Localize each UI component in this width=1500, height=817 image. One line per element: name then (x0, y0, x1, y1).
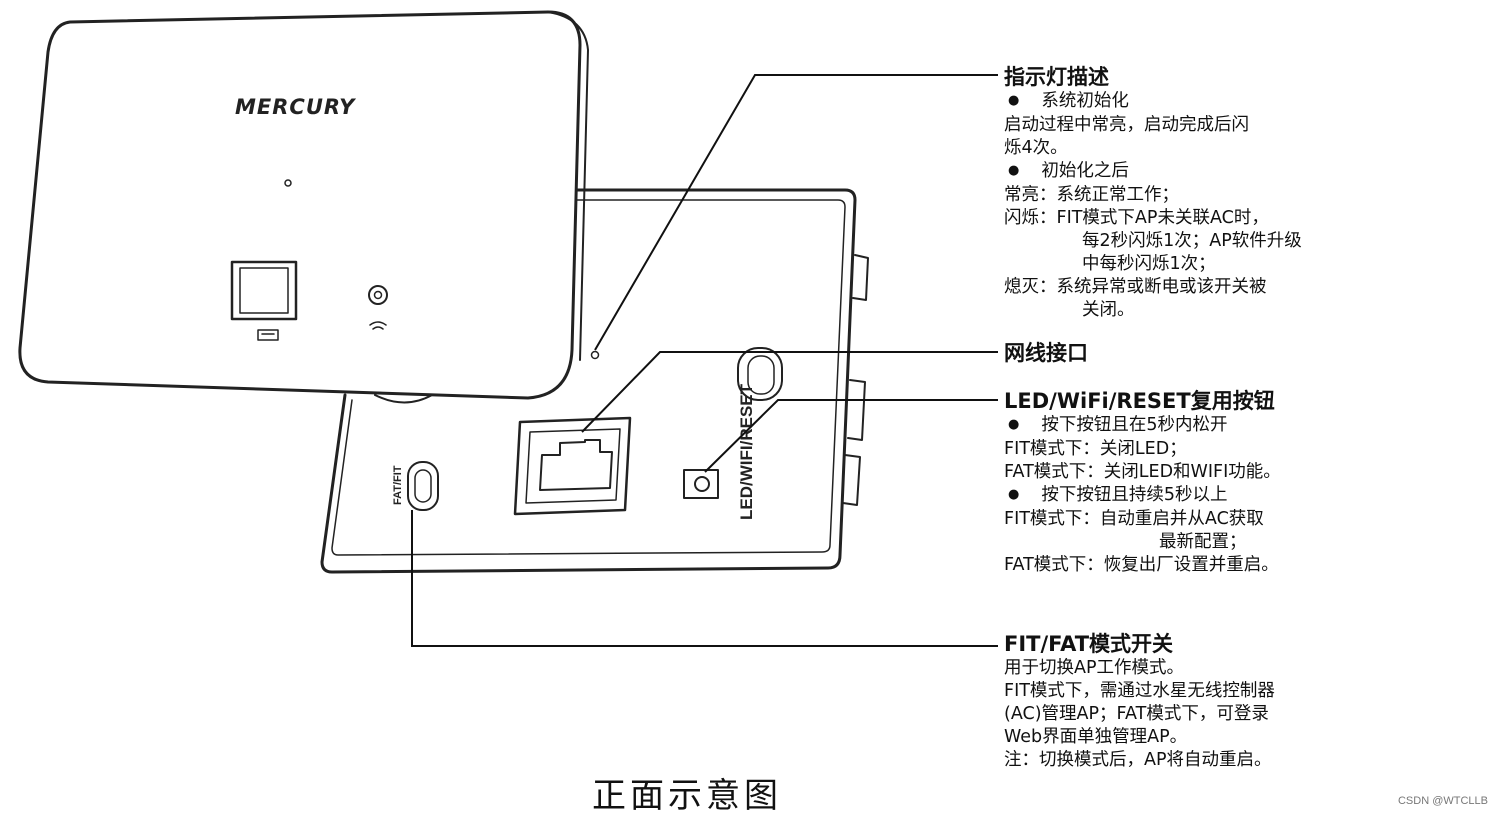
indicator-line-2: 烁4次。 (1004, 138, 1068, 158)
side-switch-label: FAT/FIT (392, 465, 404, 505)
indicator-item-1: 系统初始化 (1004, 90, 1302, 114)
leader-indicator (594, 74, 998, 351)
indicator-line-7: 熄灭：系统异常或断电或该开关被 (1004, 277, 1267, 297)
side-button-label: LED/WIFI/RESET (737, 383, 756, 520)
button-line-2: FAT模式下：关闭LED和WIFI功能。 (1004, 462, 1281, 482)
button-item-1: 按下按钮且在5秒内松开 (1004, 414, 1281, 438)
mode-switch-title: FIT/FAT模式开关 (1004, 632, 1174, 656)
mode-switch-annotation: FIT/FAT模式开关 用于切换AP工作模式。 FIT模式下，需通过水星无线控制… (1004, 631, 1275, 772)
brand-logo: MERCURY (235, 95, 356, 119)
watermark: CSDN @WTCLLB (1397, 795, 1488, 807)
indicator-annotation: 指示灯描述 系统初始化 启动过程中常亮，启动完成后闪 烁4次。 初始化之后 常亮… (1004, 64, 1302, 322)
back-panel (320, 188, 869, 574)
leader-mode-switch (411, 510, 998, 647)
indicator-line-1: 启动过程中常亮，启动完成后闪 (1004, 115, 1249, 135)
indicator-line-4: 闪烁：FIT模式下AP未关联AC时， (1004, 208, 1269, 228)
leader-lines (411, 74, 998, 647)
leader-port (581, 351, 998, 433)
mode-switch-line-3: (AC)管理AP；FAT模式下，可登录 (1004, 704, 1269, 724)
port-title: 网线接口 (1004, 341, 1088, 365)
button-annotation: LED/WiFi/RESET复用按钮 按下按钮且在5秒内松开 FIT模式下：关闭… (1004, 388, 1281, 577)
mode-switch-line-5: 注：切换模式后，AP将自动重启。 (1004, 750, 1272, 770)
indicator-item-2: 初始化之后 (1004, 160, 1302, 184)
mode-switch-line-2: FIT模式下，需通过水星无线控制器 (1004, 681, 1275, 701)
mode-switch-line-4: Web界面单独管理AP。 (1004, 727, 1188, 747)
indicator-title: 指示灯描述 (1004, 65, 1109, 89)
button-item-2: 按下按钮且持续5秒以上 (1004, 484, 1281, 508)
button-title: LED/WiFi/RESET复用按钮 (1004, 389, 1275, 413)
button-line-3: FIT模式下：自动重启并从AC获取 (1004, 509, 1264, 529)
figure-caption: 正面示意图 (592, 776, 782, 816)
button-line-1: FIT模式下：关闭LED； (1004, 439, 1187, 459)
button-line-4: 最新配置； (1159, 532, 1247, 552)
front-panel (18, 10, 589, 400)
leader-button (704, 399, 998, 473)
button-line-5: FAT模式下：恢复出厂设置并重启。 (1004, 555, 1279, 575)
indicator-line-8: 关闭。 (1082, 300, 1135, 320)
indicator-line-5: 每2秒闪烁1次；AP软件升级 (1082, 231, 1302, 251)
port-annotation: 网线接口 (1004, 340, 1088, 366)
indicator-line-6: 中每秒闪烁1次； (1082, 254, 1216, 274)
indicator-line-3: 常亮：系统正常工作； (1004, 185, 1179, 205)
mode-switch-line-1: 用于切换AP工作模式。 (1004, 658, 1185, 678)
